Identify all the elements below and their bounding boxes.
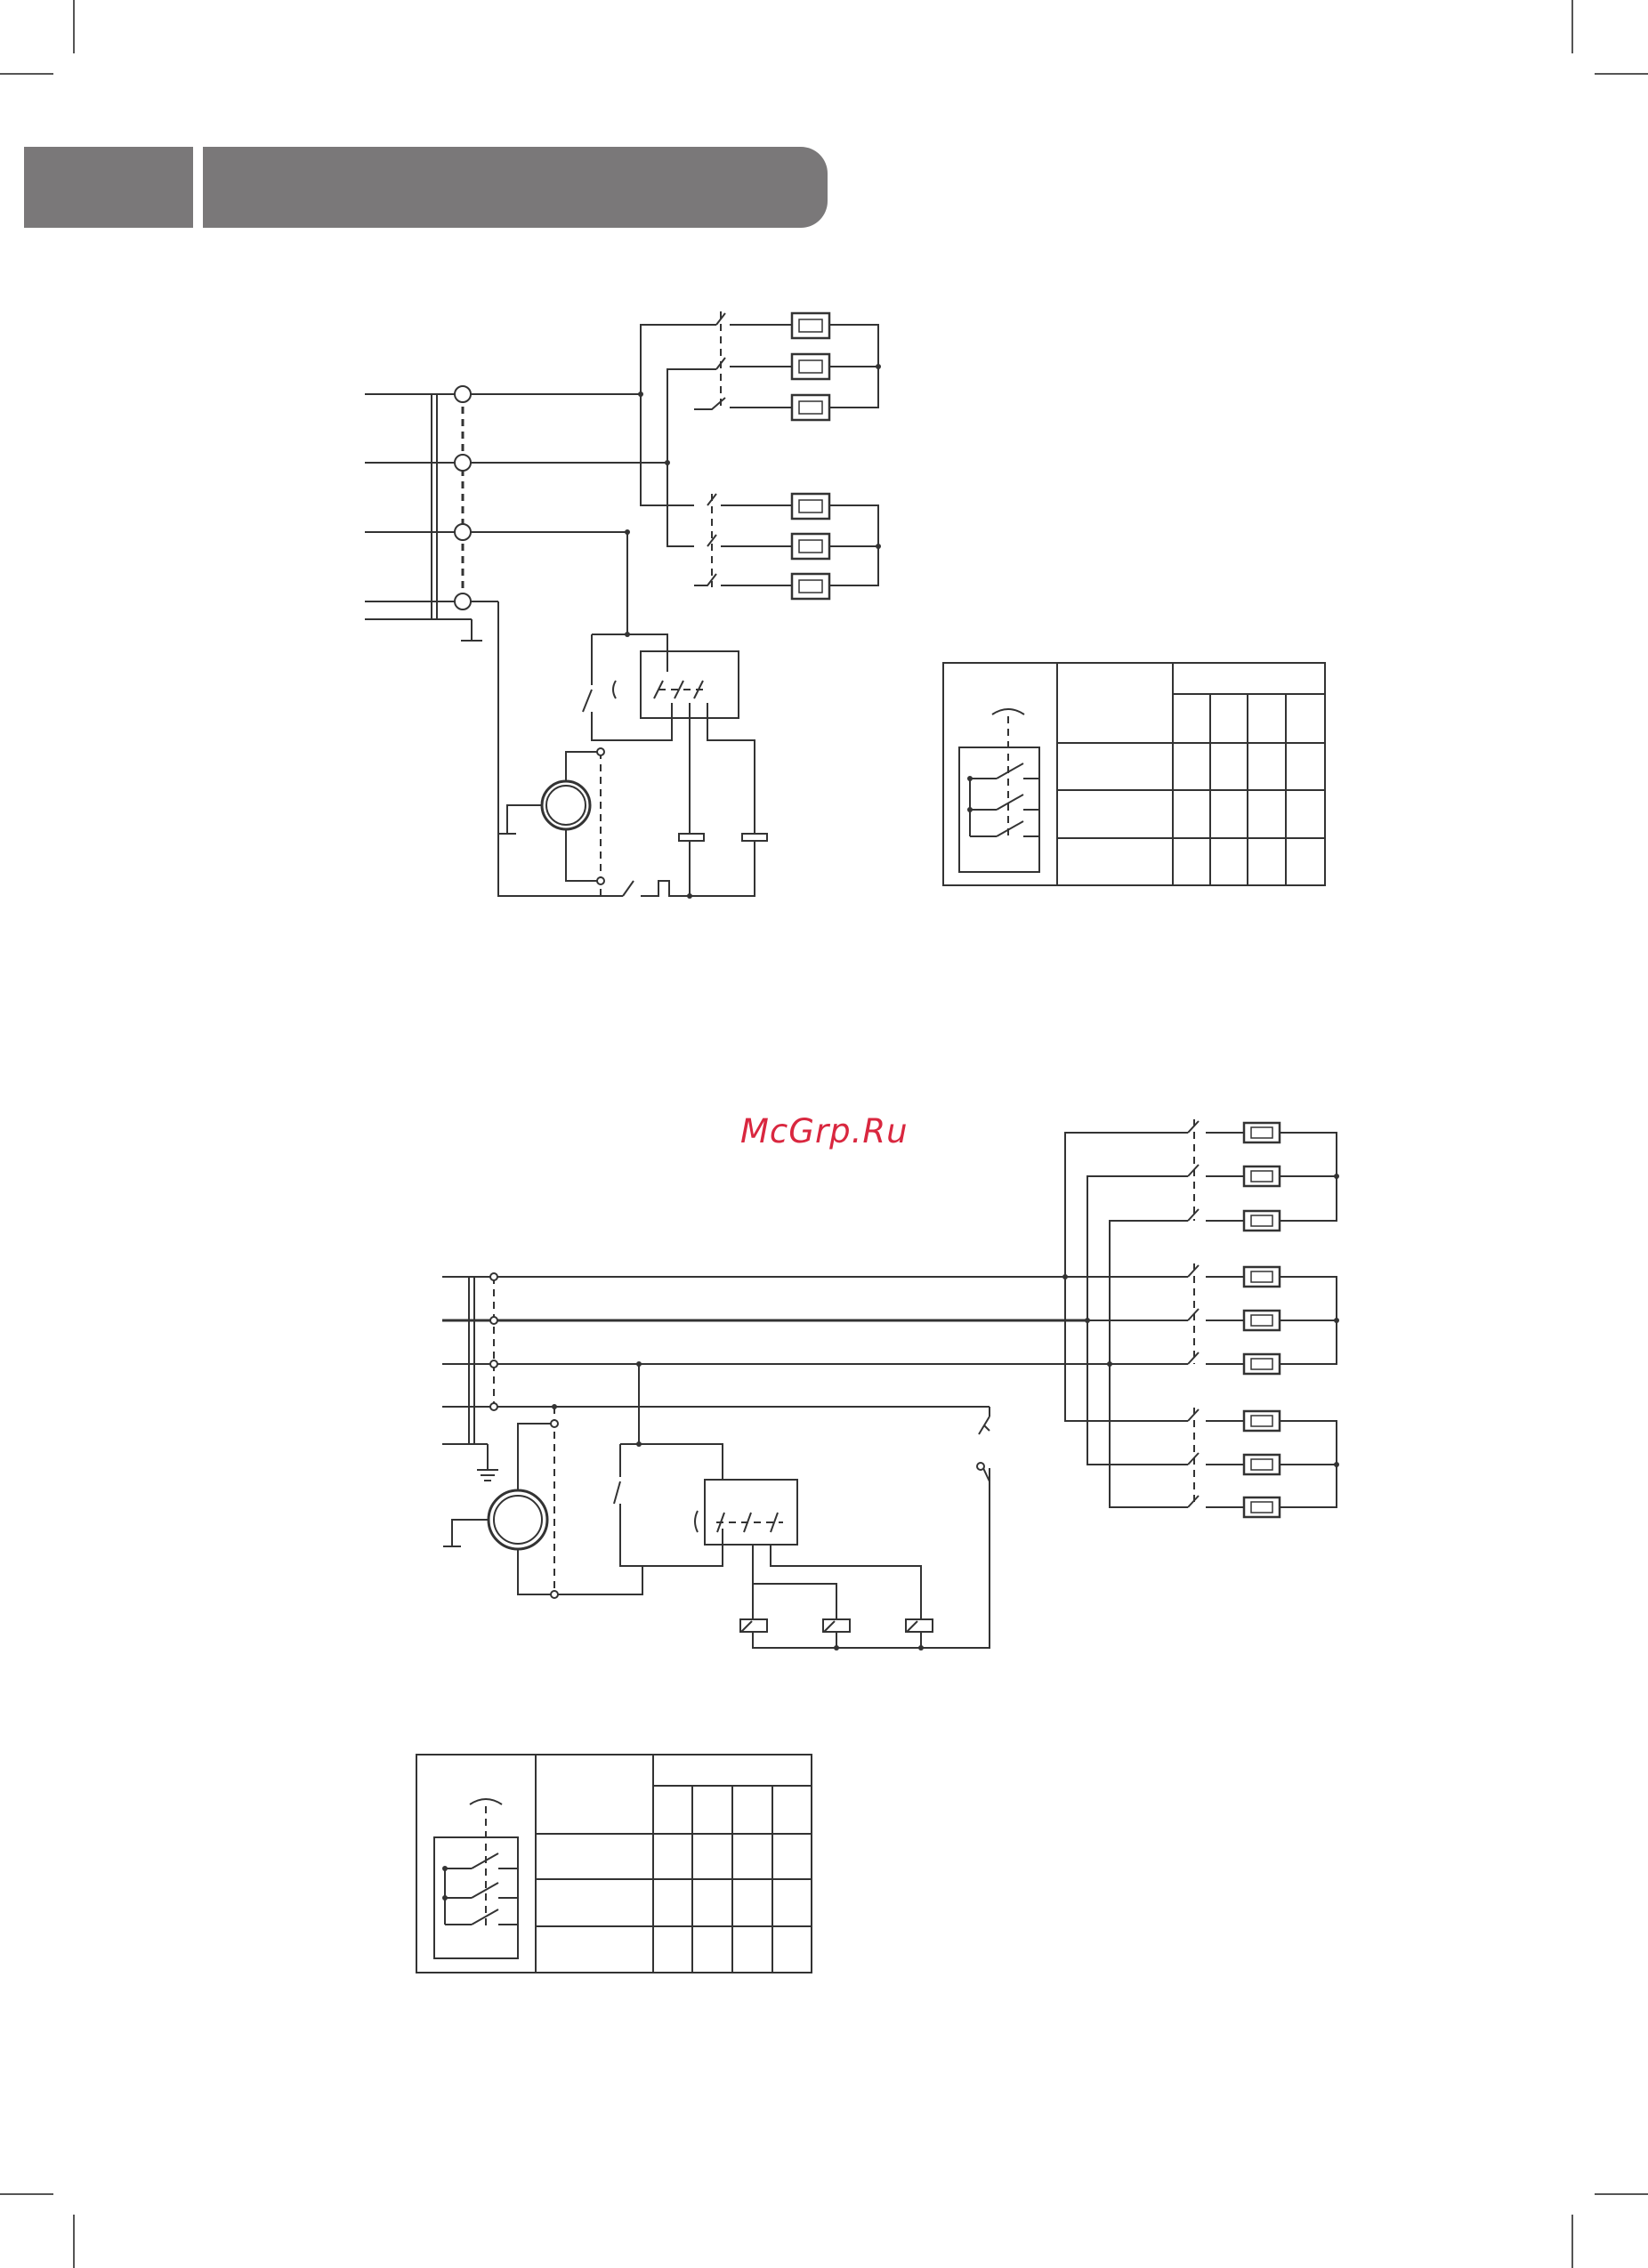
- crop-mark: [0, 2193, 53, 2195]
- crop-mark: [1571, 0, 1573, 53]
- heating-elements: [1242, 1121, 1281, 1519]
- wiring-diagram-1: [365, 311, 1326, 899]
- header-title-bar: [203, 147, 828, 228]
- header-section-tab: [24, 147, 193, 228]
- crop-mark: [73, 0, 75, 53]
- crop-mark: [1571, 2215, 1573, 2268]
- crop-mark: [1595, 73, 1648, 75]
- crop-mark: [1595, 2193, 1648, 2195]
- crop-mark: [0, 73, 53, 75]
- switch-group: [1187, 1119, 1200, 1508]
- crop-mark: [73, 2215, 75, 2268]
- watermark-text: McGrp.Ru: [740, 1112, 909, 1150]
